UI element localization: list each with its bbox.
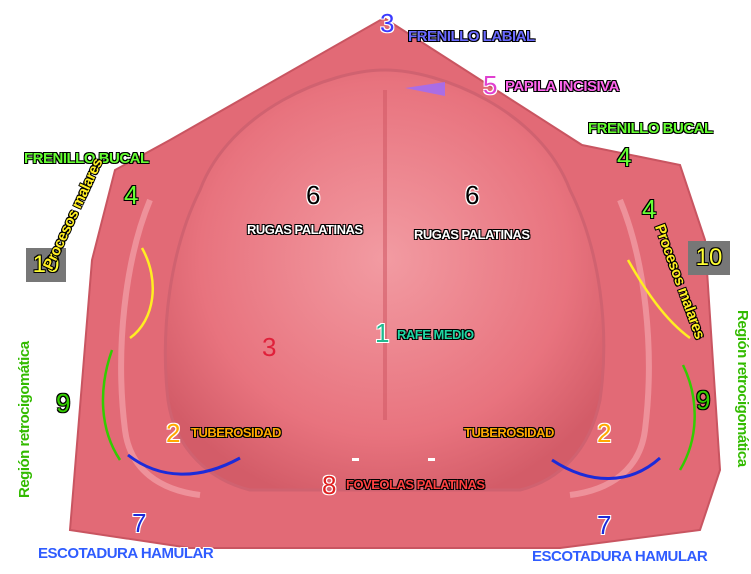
escotadura-left-label: ESCOTADURA HAMULAR [38,545,213,562]
region-retrocigomatica-left-label: Región retrocigomática [16,341,33,498]
region-retrocigomatica-right-label: Región retrocigomática [734,310,751,467]
tuberosidad-left-number: 2 [166,418,180,449]
tuberosidad-right-label: TUBEROSIDAD [464,425,554,440]
frenillo-labial-label: FRENILLO LABIAL [408,28,535,45]
frenillo-bucal-right-label: FRENILLO BUCAL [588,120,713,137]
foveolas-label: FOVEOLAS PALATINAS [346,477,485,492]
tuberosidad-left-label: TUBEROSIDAD [191,425,281,440]
region-retrocigomatica-right-number: 9 [696,385,710,416]
rafe-medio-number: 1 [375,318,389,349]
foveolas-number: 8 [322,470,336,501]
procesos-malares-right-box: 10 [688,241,730,275]
rugas-left-number: 6 [306,180,320,211]
papila-incisiva-label: PAPILA INCISIVA [505,78,619,95]
rugas-left-label: RUGAS PALATINAS [247,222,363,237]
frenillo-bucal-right-lower-number: 4 [642,194,656,225]
foveola-mark-right [428,458,435,461]
frenillo-labial-number: 3 [380,8,394,39]
region-retrocigomatica-left-number: 9 [56,388,70,419]
escotadura-right-label: ESCOTADURA HAMULAR [532,548,707,565]
frenillo-bucal-left-number: 4 [124,180,138,211]
frenillo-bucal-right-number: 4 [617,142,631,173]
escotadura-left-number: 7 [132,508,146,539]
rugas-right-label: RUGAS PALATINAS [414,227,530,242]
escotadura-right-number: 7 [597,510,611,541]
procesos-malares-right-number: 10 [696,244,723,271]
papila-incisiva-number: 5 [483,70,497,101]
rugas-right-number: 6 [465,180,479,211]
rafe-medio-label: RAFE MEDIO [397,327,474,342]
tuberosidad-right-number: 2 [597,418,611,449]
center-three-number: 3 [262,332,276,363]
foveola-mark-left [352,458,359,461]
